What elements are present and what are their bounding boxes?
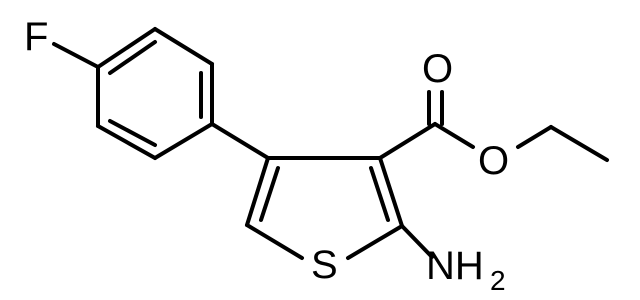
bond-ethyl <box>549 125 609 162</box>
ring-bond <box>96 124 157 160</box>
amine-label: NH <box>426 244 484 288</box>
ring-bond <box>153 122 214 160</box>
ring-bond <box>245 223 304 260</box>
ring-bond <box>378 156 404 228</box>
bond-aryl-thiophene <box>210 122 270 160</box>
ring-bond <box>153 27 214 66</box>
sulfur-atom-label: S <box>311 243 338 287</box>
carbonyl-oxygen-label: O <box>422 47 453 91</box>
ring-bond <box>245 156 270 227</box>
bond-oxygen-ethyl <box>516 125 553 149</box>
ring-bond <box>96 27 157 69</box>
ester-group <box>378 90 609 162</box>
bond-c-n <box>400 224 434 259</box>
ester-oxygen-label: O <box>478 139 509 183</box>
thiophene-ring <box>245 156 404 260</box>
bond-carbonyl-oxygen <box>433 122 475 149</box>
ring-inner-double-bond <box>108 119 157 147</box>
ring-inner-double-bond <box>369 166 390 222</box>
fluorophenyl-ring <box>52 27 214 160</box>
ring-inner-double-bond <box>108 40 157 75</box>
bond-c-f <box>52 42 100 69</box>
ring-inner-double-bond <box>259 166 280 222</box>
bond-ring-carbonyl <box>378 122 437 160</box>
ring-bond <box>346 224 404 260</box>
amine-subscript: 2 <box>490 265 506 296</box>
fluorine-atom-label: F <box>24 15 48 59</box>
